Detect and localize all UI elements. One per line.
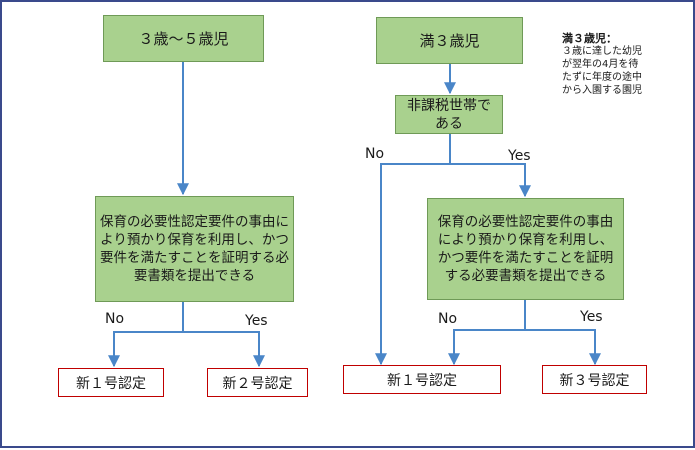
- left-yes-label: Yes: [245, 313, 268, 329]
- right-condition-box: 保育の必要性認定要件の事由により預かり保育を利用し、かつ要件を満たすことを証明す…: [427, 198, 624, 300]
- right-yes-result-label: 新３号認定: [559, 372, 630, 389]
- left-yes-result-label: 新２号認定: [222, 375, 293, 392]
- note-title: 満３歳児：: [562, 32, 617, 45]
- right-tax-check-box: 非課税世帯である: [395, 95, 503, 134]
- left-yes-result-box: 新２号認定: [207, 368, 308, 397]
- right-yes-label: Yes: [508, 148, 531, 164]
- arrow-left-yes: [183, 331, 265, 368]
- left-condition-text: 保育の必要性認定要件の事由により預かり保育を利用し、かつ要件を満たすことを証明す…: [100, 214, 289, 284]
- right-category-label: 満３歳児: [419, 32, 480, 50]
- right-tax-check-text: 非課税世帯である: [407, 97, 491, 132]
- right-inner-yes-label: Yes: [580, 309, 603, 325]
- arrow-left-no: [108, 302, 184, 368]
- definition-note: 満３歳児： ３歳に達した幼児 が翌年の4月を待 たずに年度の途中 から入園する園…: [562, 32, 692, 97]
- right-no-label: No: [365, 146, 385, 162]
- left-category-box: ３歳～５歳児: [103, 15, 264, 62]
- left-no-result-box: 新１号認定: [58, 368, 164, 397]
- arrow-right-inner-yes: [525, 329, 601, 366]
- right-category-box: 満３歳児: [376, 17, 523, 64]
- right-no-result-box: 新１号認定: [343, 365, 501, 394]
- right-condition-text: 保育の必要性認定要件の事由により預かり保育を利用し、かつ要件を満たすことを証明す…: [437, 214, 614, 284]
- left-no-result-label: 新１号認定: [76, 375, 146, 392]
- left-no-label: No: [105, 311, 125, 327]
- arrow-right-tax-no: [375, 134, 451, 366]
- right-inner-no-label: No: [438, 311, 458, 327]
- left-category-label: ３歳～５歳児: [138, 30, 229, 48]
- arrow-right-tax-yes: [450, 163, 531, 198]
- right-yes-result-box: 新３号認定: [542, 365, 647, 394]
- left-condition-box: 保育の必要性認定要件の事由により預かり保育を利用し、かつ要件を満たすことを証明す…: [95, 196, 294, 302]
- note-body: ３歳に達した幼児 が翌年の4月を待 たずに年度の途中 から入園する園児: [562, 46, 642, 96]
- arrow-right-inner-no: [448, 300, 526, 366]
- right-no-result-label: 新１号認定: [387, 372, 457, 389]
